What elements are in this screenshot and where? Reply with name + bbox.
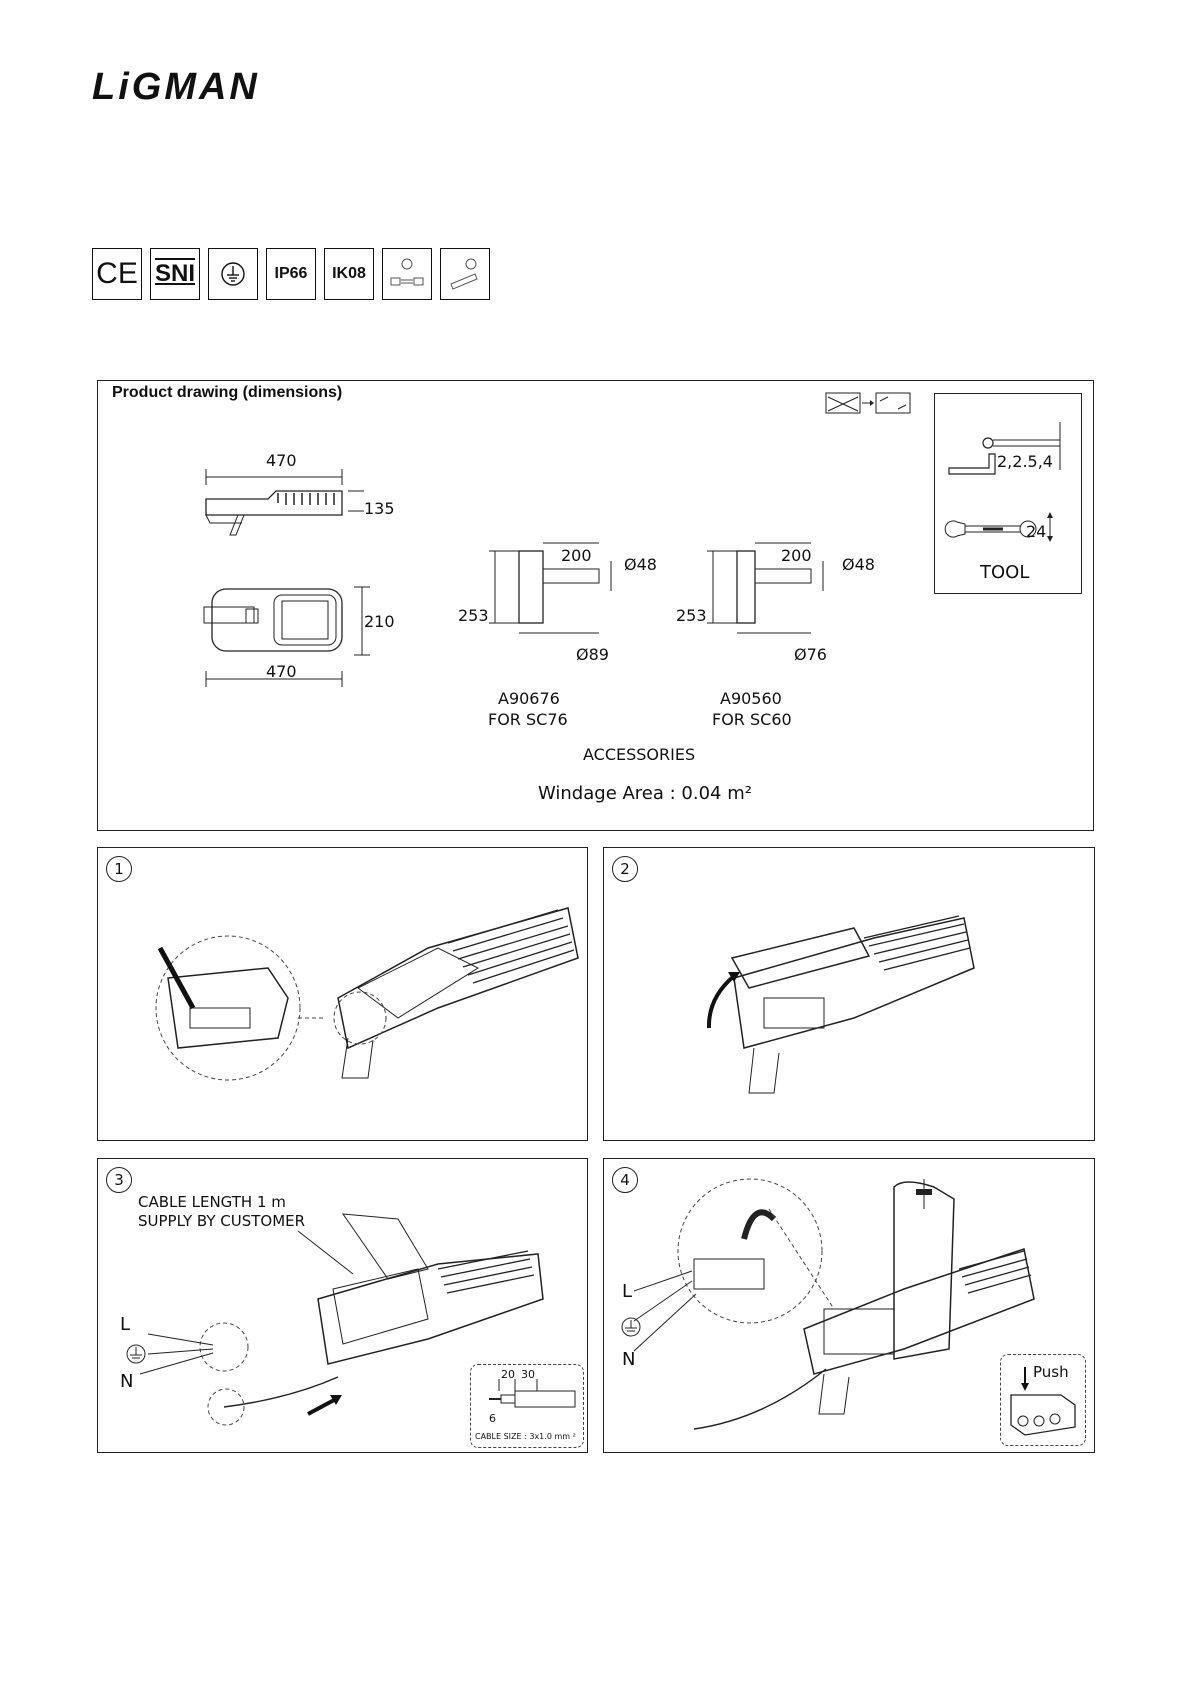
dim-top-height: 210: [364, 614, 395, 630]
dim-top-width: 470: [266, 664, 297, 680]
accessory-1-arm: 200: [561, 548, 592, 564]
tilt-adjust-icon: [440, 248, 490, 300]
wire-label-n: N: [120, 1373, 133, 1391]
accessory-1-code: A90676: [498, 691, 560, 707]
accessory-1-fit: FOR SC76: [488, 712, 568, 728]
accessory-1-height: 253: [458, 608, 489, 624]
step-1-panel: 1: [97, 847, 588, 1141]
step-2-panel: 2: [603, 847, 1095, 1141]
panel-title: Product drawing (dimensions): [112, 384, 342, 402]
ce-mark: CE: [92, 248, 142, 300]
certification-row: CE SNI IP66 IK08: [92, 248, 490, 300]
step-4-panel: 4 L N Push: [603, 1158, 1095, 1453]
ligman-logo: LiGMAN: [92, 66, 260, 109]
dim-side-height: 135: [364, 501, 395, 517]
hex-size-label: 2,2.5,4: [997, 454, 1053, 470]
wire-label-l: L: [622, 1283, 632, 1301]
dim-side-width: 470: [266, 453, 297, 469]
accessory-2-tube-dia: Ø48: [842, 557, 875, 573]
strip-length-b: 30: [521, 1369, 535, 1380]
accessory-2-code: A90560: [720, 691, 782, 707]
lift-cover-illustration: [604, 848, 1096, 1142]
strip-length-a: 20: [501, 1369, 515, 1380]
accessories-label: ACCESSORIES: [583, 747, 695, 763]
accessory-2-arm: 200: [781, 548, 812, 564]
ik08-badge: IK08: [324, 248, 374, 300]
wrench-size-label: 24: [1026, 524, 1046, 540]
accessory-2-fit: FOR SC60: [712, 712, 792, 728]
accessory-2-height: 253: [676, 608, 707, 624]
earth-ground-icon: [208, 248, 258, 300]
product-drawing-panel: Product drawing (dimensions) 2,2.5,4 24 …: [97, 380, 1094, 831]
wire-label-l: L: [120, 1316, 130, 1334]
ip66-badge: IP66: [266, 248, 316, 300]
open-latch-illustration: [98, 848, 589, 1142]
accessory-1-tube-dia: Ø48: [624, 557, 657, 573]
sni-mark: SNI: [150, 248, 200, 300]
tool-box: 2,2.5,4 24 TOOL: [934, 393, 1082, 594]
step-3-panel: 3 CABLE LENGTH 1 m SUPPLY BY CUSTOMER L …: [97, 1158, 588, 1453]
dim-line-top-width: [202, 671, 402, 695]
push-label: Push: [1033, 1365, 1069, 1380]
wire-label-n: N: [622, 1351, 635, 1369]
luminaire-top-view: [202, 587, 372, 667]
cable-strip-detail: 20 30 6 CABLE SIZE : 3x1.0 mm ²: [470, 1364, 584, 1448]
tool-label: TOOL: [980, 564, 1029, 582]
cable-size-label: CABLE SIZE : 3x1.0 mm ²: [475, 1433, 576, 1441]
push-terminal-detail: Push: [1000, 1354, 1086, 1446]
accessory-2-base-dia: Ø76: [794, 647, 827, 663]
tilt-indicator-icon: [826, 393, 916, 417]
strip-length-c: 6: [489, 1413, 496, 1424]
direction-arrows-icon: [382, 248, 432, 300]
windage-area: Windage Area : 0.04 m²: [538, 785, 752, 803]
accessory-1-base-dia: Ø89: [576, 647, 609, 663]
